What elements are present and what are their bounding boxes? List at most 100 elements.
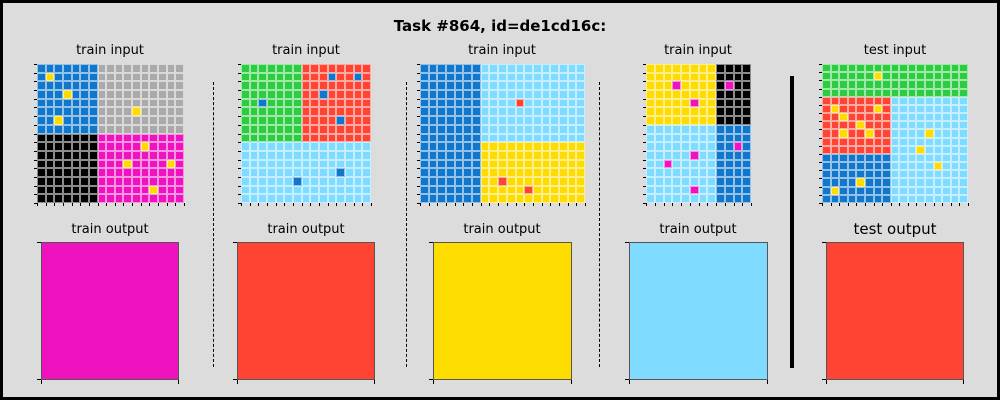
grid-cell	[847, 104, 857, 114]
grid-cell	[37, 159, 46, 169]
axis-tick	[417, 133, 420, 135]
grid-cell	[925, 104, 934, 114]
grid-cell	[856, 104, 865, 114]
grid-cell	[472, 150, 481, 160]
grid-cell	[742, 133, 751, 143]
axis-tick	[80, 203, 82, 206]
axis-tick	[819, 162, 822, 164]
grid-cell	[149, 72, 159, 82]
grid-cell	[446, 107, 455, 117]
grid-cell	[428, 98, 438, 108]
axis-tick	[238, 185, 241, 187]
grid-cell	[681, 159, 690, 169]
grid-cell	[550, 98, 559, 108]
grid-cell	[646, 159, 655, 169]
grid-cell	[882, 137, 891, 146]
axis-tick	[37, 203, 38, 206]
axis-tick	[45, 203, 47, 206]
grid-cell	[716, 116, 725, 125]
grid-cell	[249, 107, 259, 117]
grid-cell	[327, 81, 337, 91]
grid-cell	[541, 90, 551, 99]
grid-cell	[733, 150, 743, 160]
grid-cell	[663, 150, 673, 160]
grid-cell	[646, 133, 655, 143]
grid-cell	[463, 107, 473, 117]
grid-cell	[345, 150, 354, 160]
grid-cell	[681, 98, 690, 108]
grid-cell	[873, 178, 883, 187]
grid-cell	[258, 124, 267, 134]
grid-cell	[925, 153, 934, 163]
grid-cell	[567, 116, 577, 125]
grid-cell	[258, 176, 267, 186]
grid-cell	[576, 142, 585, 151]
grid-cell	[267, 124, 276, 134]
grid-cell	[822, 186, 831, 195]
grid-cell	[959, 113, 968, 122]
grid-cell	[873, 145, 883, 154]
grid-cell	[646, 72, 655, 82]
axis-tick	[258, 203, 260, 206]
grid-cell	[942, 80, 951, 89]
grid-cell	[428, 194, 438, 203]
grid-cell	[362, 107, 371, 117]
axis-tick	[532, 203, 534, 206]
grid-cell	[646, 194, 655, 203]
grid-cell	[925, 194, 934, 203]
grid-cell	[567, 194, 577, 203]
grid-cell	[336, 72, 345, 82]
axis-tick	[819, 129, 822, 131]
grid-cell	[345, 142, 354, 151]
grid-cell	[132, 81, 141, 91]
grid-cell	[916, 178, 926, 187]
grid-cell	[506, 176, 516, 186]
grid-cell	[45, 194, 55, 203]
axis-tick	[643, 64, 646, 65]
grid-cell	[899, 153, 908, 163]
grid-cell	[275, 194, 285, 203]
grid-cell	[420, 194, 429, 203]
axis-tick	[71, 203, 73, 206]
grid-cell	[942, 145, 951, 154]
axis-tick	[417, 72, 420, 74]
grid-cell	[301, 176, 311, 186]
grid-cell	[830, 80, 840, 89]
axis-tick	[643, 203, 646, 204]
grid-cell	[681, 90, 690, 99]
grid-cell	[654, 124, 664, 134]
axis-tick	[643, 90, 646, 92]
grid-cell	[310, 116, 319, 125]
grid-cell	[463, 90, 473, 99]
axis-tick	[822, 379, 826, 380]
grid-cell	[88, 72, 98, 82]
grid-cell	[506, 168, 516, 177]
axis-tick	[822, 203, 823, 206]
grid-cell	[646, 90, 655, 99]
grid-cell	[724, 98, 734, 108]
grid-cell	[463, 150, 473, 160]
axis-tick	[132, 203, 134, 206]
grid-cell	[916, 113, 926, 122]
grid-cell	[54, 176, 63, 186]
grid-cell	[882, 121, 891, 130]
grid-cell	[62, 133, 72, 143]
grid-cell	[890, 186, 900, 195]
grid-cell	[663, 98, 673, 108]
grid-cell	[258, 116, 267, 125]
grid-cell	[689, 176, 699, 186]
grid-cell	[275, 90, 285, 99]
grid-cell	[498, 185, 507, 195]
grid-cell	[724, 81, 734, 91]
grid-cell	[550, 168, 559, 177]
grid-cell	[54, 168, 63, 177]
grid-cell	[132, 168, 141, 177]
axis-tick	[629, 380, 630, 384]
axis-tick	[54, 203, 56, 206]
grid-cell	[158, 124, 167, 134]
grid-cell	[327, 150, 337, 160]
grid-cell	[830, 186, 840, 195]
grid-cell	[864, 145, 874, 154]
grid-cell	[158, 72, 167, 82]
grid-cell	[71, 116, 81, 125]
